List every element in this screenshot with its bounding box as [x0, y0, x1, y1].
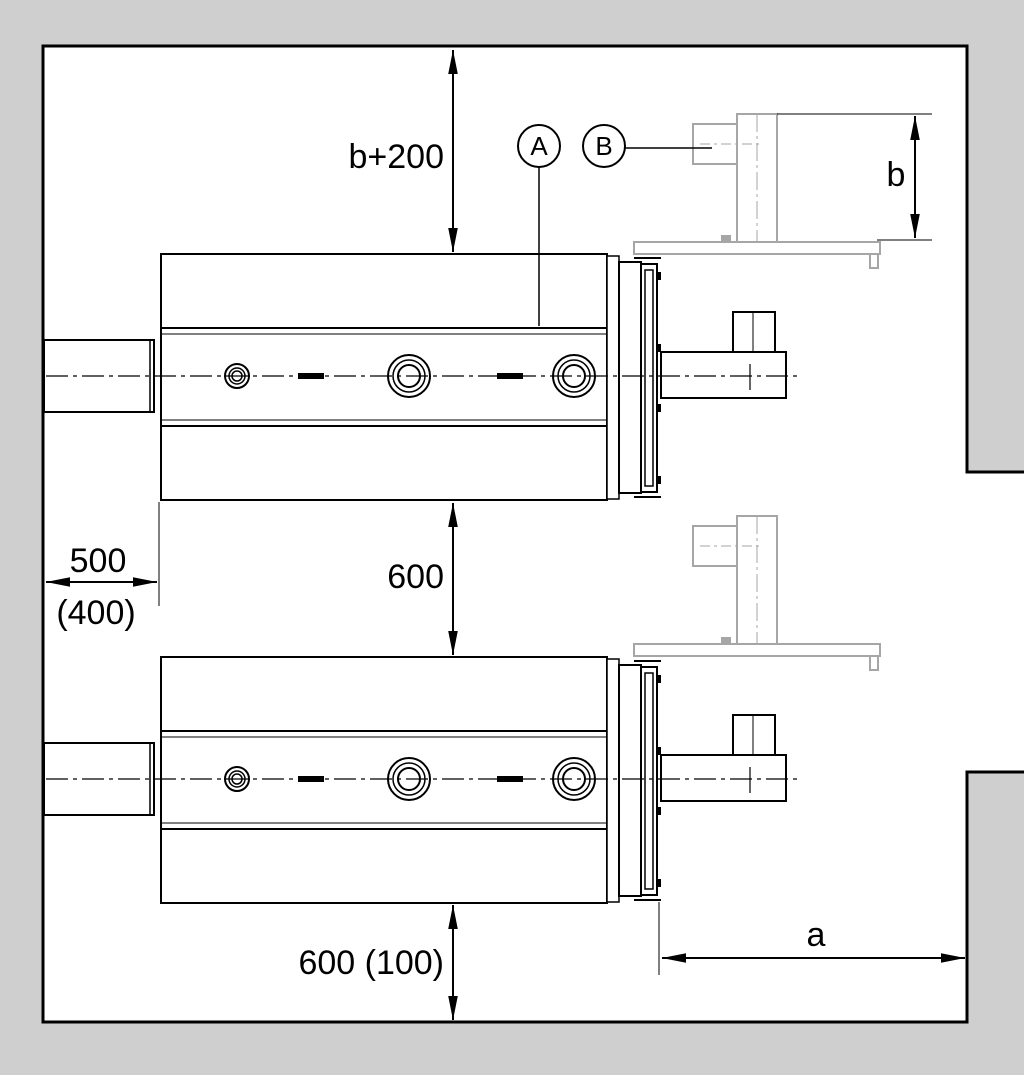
room-walls: [41, 44, 1024, 1024]
dim-top-clearance-label: b+200: [349, 138, 445, 176]
callout-b-label: B: [595, 131, 612, 161]
callout-b-circle: [582, 124, 626, 168]
callout-a-label: A: [530, 131, 548, 161]
dim-front-clearance-label: a: [807, 916, 826, 954]
dim-bottom-clearance-label: 600 (100): [298, 944, 444, 982]
dim-between-units-label: 600: [387, 558, 444, 596]
dim-left-clearance-label: 500: [70, 542, 127, 580]
dim-left-clearance-alt-label: (400): [56, 594, 135, 632]
dim-burner-depth-label: b: [887, 156, 906, 194]
